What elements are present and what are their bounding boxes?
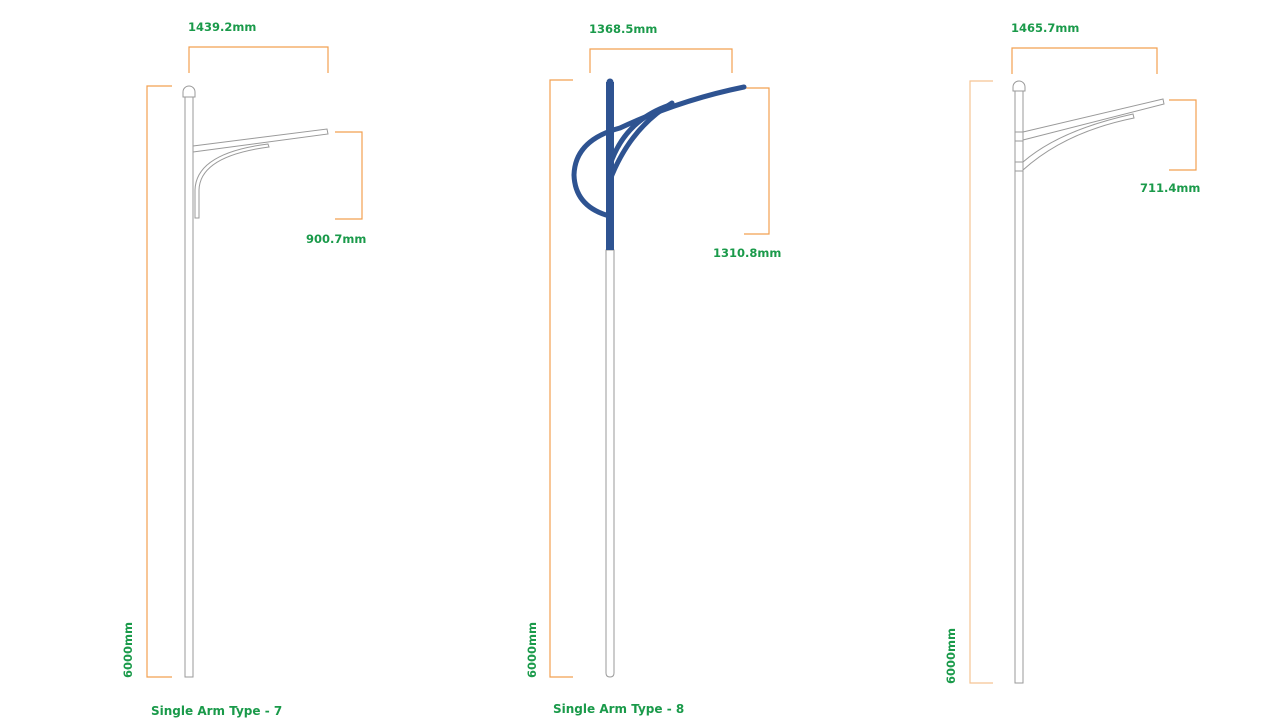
pole-cap (1012, 80, 1026, 92)
pole-arm-outer (571, 84, 747, 218)
pole-shaft (605, 249, 615, 678)
height-label: 6000mm (121, 622, 135, 678)
pole-caption: Single Arm Type - 8 (553, 702, 684, 716)
pole-type-8: 1368.5mm 1310.8mm 6000mm Single Arm Type… (525, 22, 781, 716)
pole-arm-inner-2 (607, 100, 675, 183)
pole-arm (192, 128, 329, 153)
arm-reach-label: 1465.7mm (1011, 21, 1079, 35)
arm-rise-bracket (335, 131, 363, 220)
pole-cap (606, 78, 614, 86)
arm-reach-label: 1368.5mm (589, 22, 657, 36)
arm-reach-label: 1439.2mm (188, 20, 256, 34)
arm-reach-bracket (1011, 47, 1158, 74)
arm-rise-label: 900.7mm (306, 232, 366, 246)
pole-arm-brace (1022, 113, 1135, 171)
pole-shaft (1014, 89, 1024, 684)
height-label: 6000mm (944, 628, 958, 684)
height-label: 6000mm (525, 622, 539, 678)
arm-reach-bracket (589, 48, 733, 73)
pole-type-7: 1439.2mm 900.7mm 6000mm Single Arm Type … (121, 20, 366, 718)
arm-rise-label: 1310.8mm (713, 246, 781, 260)
pole-arm (1022, 98, 1165, 141)
pole-type-9: 1465.7mm 711.4mm 6000mm (944, 21, 1200, 684)
pole-arm-brace (194, 143, 270, 219)
pole-shaft (184, 96, 194, 678)
height-bracket (969, 80, 993, 684)
pole-cap (182, 85, 196, 98)
arm-rise-label: 711.4mm (1140, 181, 1200, 195)
height-bracket (549, 79, 573, 678)
arm-reach-bracket (188, 46, 329, 73)
arm-rise-bracket (1169, 99, 1197, 171)
arm-rise-bracket (744, 87, 770, 235)
height-bracket (146, 85, 172, 678)
pole-caption: Single Arm Type - 7 (151, 704, 282, 718)
